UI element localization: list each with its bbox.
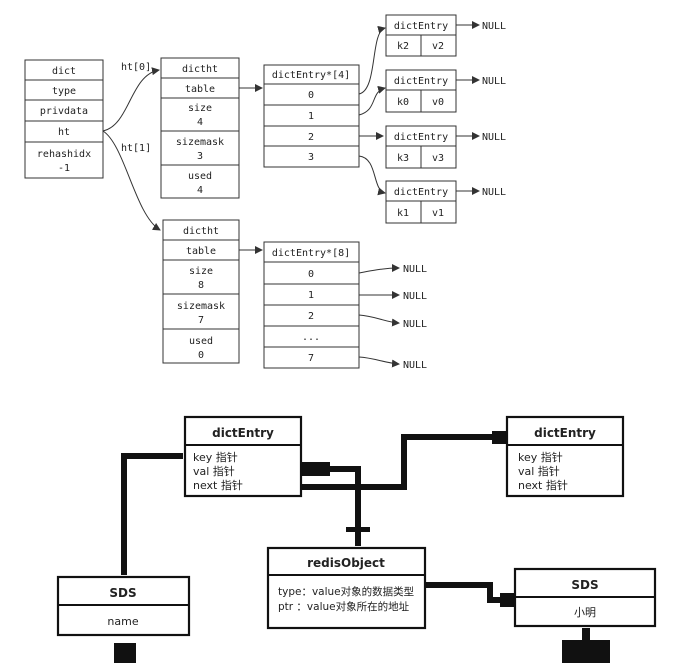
null-label-6: NULL (403, 291, 427, 302)
dictht1-used-value: 0 (198, 350, 204, 361)
bottom-left-entry-title: dictEntry (212, 426, 274, 440)
table1-row-1: 1 (308, 290, 314, 301)
null-label-1: NULL (482, 21, 506, 32)
t1-bucket2-null-arrow (358, 314, 400, 327)
entry-k1-key: k1 (397, 208, 409, 219)
null-label-3: NULL (482, 132, 506, 143)
table1-row-ellipsis: ... (302, 332, 320, 343)
bottom-dictentry-right: dictEntry key 指针 val 指针 next 指针 (505, 415, 625, 498)
table0-title: dictEntry*[4] (272, 70, 350, 81)
bottom-right-entry-title: dictEntry (534, 426, 596, 440)
entry-k3-title: dictEntry (394, 132, 448, 143)
null-label-5: NULL (403, 264, 427, 275)
dict-rehashidx-value: -1 (58, 163, 70, 174)
ht1-label: ht[1] (121, 143, 151, 154)
table1-row-7: 7 (308, 353, 314, 364)
entry-k0-title: dictEntry (394, 76, 448, 87)
table0-row-3: 3 (308, 152, 314, 163)
t1-bucket0-null-arrow (358, 264, 400, 274)
bottom-left-entry-val: val 指针 (193, 464, 235, 478)
dictht1-table: table (186, 246, 216, 257)
dictht1-size-label: size (189, 266, 213, 277)
dictht1-used-label: used (189, 336, 213, 347)
dictht-0: dictht table size 4 sizemask 3 used 4 (160, 57, 240, 199)
table-1: dictEntry*[8] 0 1 2 ... 7 (263, 241, 360, 369)
bottom-sds-right: SDS 小明 (513, 567, 657, 628)
table0-row-0: 0 (308, 90, 314, 101)
sds-left-value: name (107, 615, 138, 628)
t1-bucket7-null-arrow (358, 356, 400, 368)
sds-left-title: SDS (109, 586, 136, 600)
dict-row-type: type (52, 86, 76, 97)
dictht1-title: dictht (183, 226, 219, 237)
bottom-redis-object: redisObject type：value对象的数据类型 ptr ：value… (266, 546, 427, 630)
dictht0-title: dictht (182, 64, 218, 75)
table-0: dictEntry*[4] 0 1 2 3 (263, 64, 360, 168)
entry-k0: dictEntry k0 v0 (385, 69, 457, 113)
bottom-right-entry-val: val 指针 (518, 464, 560, 478)
bottom-right-entry-key: key 指针 (518, 450, 563, 464)
ht0-pointer (102, 67, 160, 132)
entry-k0-key: k0 (397, 97, 409, 108)
bottom-connectors (114, 431, 610, 663)
ht1-pointer (102, 130, 161, 231)
bucket0-pointer (358, 25, 386, 95)
dict-row-ht: ht (58, 127, 70, 138)
dictht0-size-label: size (188, 103, 212, 114)
dictht1-size-value: 8 (198, 280, 204, 291)
bottom-left-entry-key: key 指针 (193, 450, 238, 464)
entry-k1: dictEntry k1 v1 (385, 180, 457, 224)
entry-k2-key: k2 (397, 41, 409, 52)
dict-row-dict: dict (52, 66, 76, 77)
dictht0-sizemask-label: sizemask (176, 137, 224, 148)
dictht1-sizemask-label: sizemask (177, 301, 225, 312)
table1-row-0: 0 (308, 269, 314, 280)
bottom-right-entry-next: next 指针 (518, 478, 568, 492)
bucket1-pointer (358, 85, 386, 116)
entry-k2-title: dictEntry (394, 21, 448, 32)
dictht-1: dictht table size 8 sizemask 7 used 0 (162, 219, 240, 364)
null-label-4: NULL (482, 187, 506, 198)
table0-row-2: 2 (308, 132, 314, 143)
dict-struct: dict type privdata ht rehashidx -1 (24, 59, 104, 179)
dictht0-table: table (185, 84, 215, 95)
dictht0-used-label: used (188, 171, 212, 182)
table1-row-2: 2 (308, 311, 314, 322)
redis-object-ptr: ptr ：value对象所在的地址 (278, 600, 410, 613)
table0-row-1: 1 (308, 111, 314, 122)
dict-rehashidx-label: rehashidx (37, 149, 91, 160)
dictht0-used-value: 4 (197, 185, 203, 196)
bottom-sds-left: SDS name (56, 575, 191, 637)
sds-right-title: SDS (571, 578, 598, 592)
entry-k2-value: v2 (432, 41, 444, 52)
null-label-8: NULL (403, 360, 427, 371)
bottom-dictentry-left: dictEntry key 指针 val 指针 next 指针 (183, 415, 303, 498)
entry-k3: dictEntry k3 v3 (385, 125, 457, 169)
dictht1-sizemask-value: 7 (198, 315, 204, 326)
table1-title: dictEntry*[8] (272, 248, 350, 259)
redis-object-title: redisObject (307, 556, 385, 570)
null-label-7: NULL (403, 319, 427, 330)
null-label-2: NULL (482, 76, 506, 87)
entry-k2: dictEntry k2 v2 (385, 14, 457, 57)
entry-k1-title: dictEntry (394, 187, 448, 198)
ht0-label: ht[0] (121, 62, 151, 73)
sds-right-value: 小明 (574, 606, 596, 619)
dict-row-privdata: privdata (40, 106, 88, 117)
bucket3-pointer (358, 155, 386, 196)
redis-object-type: type：value对象的数据类型 (278, 585, 414, 598)
entry-k3-value: v3 (432, 153, 444, 164)
dictht0-sizemask-value: 3 (197, 151, 203, 162)
bottom-left-entry-next: next 指针 (193, 478, 243, 492)
entry-k0-value: v0 (432, 97, 444, 108)
entry-k1-value: v1 (432, 208, 444, 219)
entry-k3-key: k3 (397, 153, 409, 164)
dictht0-size-value: 4 (197, 117, 203, 128)
